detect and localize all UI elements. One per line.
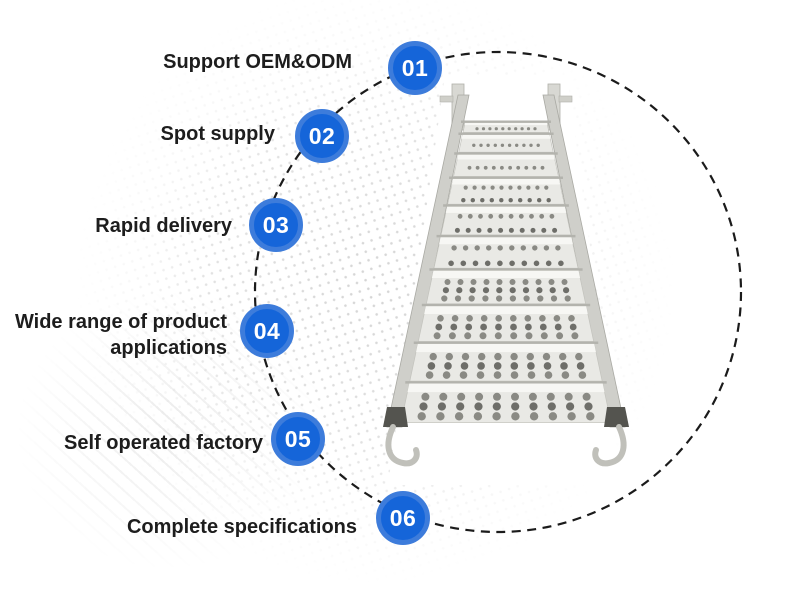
feature-06-badge: 06 — [376, 491, 430, 545]
feature-03-label: Rapid delivery — [95, 215, 232, 237]
feature-04-badge: 04 — [240, 304, 294, 358]
feature-02-number: 02 — [308, 122, 336, 149]
feature-04-number: 04 — [253, 317, 281, 344]
feature-01-badge: 01 — [388, 41, 442, 95]
product-photo-scaffold-ladder — [383, 75, 629, 485]
feature-03-number: 03 — [262, 211, 290, 238]
feature-03-badge: 03 — [249, 198, 303, 252]
feature-05-badge: 05 — [271, 412, 325, 466]
feature-01-number: 01 — [401, 54, 429, 81]
feature-01-label: Support OEM&ODM — [163, 51, 352, 73]
feature-05-label: Self operated factory — [64, 432, 263, 454]
feature-06-label: Complete specifications — [126, 516, 357, 538]
feature-05-number: 05 — [284, 425, 312, 452]
feature-02-label: Spot supply — [160, 123, 275, 145]
feature-02-badge: 02 — [295, 109, 349, 163]
feature-06-number: 06 — [389, 504, 417, 531]
